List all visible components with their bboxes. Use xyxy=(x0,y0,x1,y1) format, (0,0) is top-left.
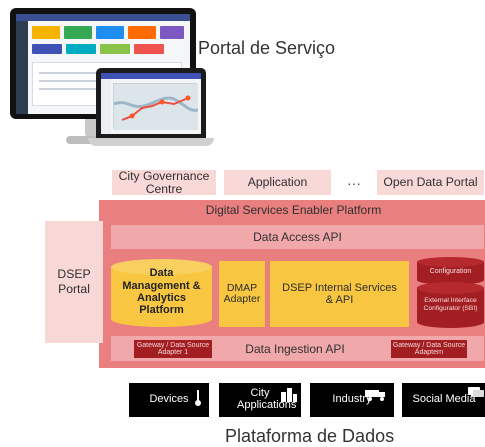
laptop-sidebar xyxy=(101,79,111,134)
dmap-adapter-label: DMAP Adapter xyxy=(223,281,261,305)
ellipsis-label: ··· xyxy=(347,175,361,191)
footer-label: Plataforma de Dados xyxy=(225,426,395,446)
devices-box: Devices xyxy=(129,383,209,417)
devices-label: Devices xyxy=(149,393,189,406)
configuration-db-shape xyxy=(417,257,484,285)
desktop-card-6 xyxy=(32,44,62,54)
map-route-graphic xyxy=(113,84,199,130)
city-governance-box: City Governance Centre xyxy=(112,168,216,196)
city-applications-label: City Applications xyxy=(237,387,297,411)
external-interface-label: External Interface Configurator (SBI) xyxy=(423,297,478,312)
dsep-internal-services-box: DSEP Internal Services & API xyxy=(270,261,409,327)
desktop-sidebar xyxy=(16,21,28,114)
laptop-map-view xyxy=(113,83,199,130)
desktop-chart-line-2 xyxy=(39,80,134,82)
industry-box: Industry xyxy=(310,383,394,417)
city-governance-label: City Governance Centre xyxy=(118,168,210,196)
dsep-internal-services-label: DSEP Internal Services & API xyxy=(282,281,397,306)
configuration-label: Configuration xyxy=(429,267,472,275)
open-data-portal-label: Open Data Portal xyxy=(383,175,478,190)
desktop-card-8 xyxy=(100,44,130,54)
truck-icon xyxy=(365,390,385,401)
data-access-api-bar: Data Access API xyxy=(111,225,484,249)
dsep-portal-label: DSEP Portal xyxy=(57,267,91,296)
desktop-card-7 xyxy=(66,44,96,54)
desktop-dashboard-screen xyxy=(16,14,190,114)
desktop-card-1 xyxy=(32,26,60,39)
laptop-map-screen xyxy=(101,73,201,134)
gateway-right-box: Gateway / Data Source Adaptern xyxy=(391,340,467,358)
thermometer-icon xyxy=(195,390,201,406)
data-management-platform-shape xyxy=(111,259,212,327)
gateway-right-label: Gateway / Data Source Adaptern xyxy=(392,341,466,356)
data-access-api-label: Data Access API xyxy=(253,230,342,244)
desktop-card-9 xyxy=(134,44,164,54)
desktop-card-3 xyxy=(96,26,124,39)
data-ingestion-api-label: Data Ingestion API xyxy=(245,341,345,356)
platform-title: Digital Services Enabler Platform xyxy=(205,203,382,217)
desktop-card-5 xyxy=(160,26,184,39)
data-management-platform-label: Data Management & Analytics Platform xyxy=(122,267,201,317)
dmap-adapter-box: DMAP Adapter xyxy=(219,261,265,327)
portal-label: Portal de Serviço xyxy=(198,38,336,58)
external-interface-shape xyxy=(417,282,484,328)
desktop-topbar xyxy=(16,14,190,21)
desktop-chart-line-3 xyxy=(39,88,149,90)
chat-icon xyxy=(468,387,484,398)
social-media-label: Social Media xyxy=(412,393,476,406)
gateway-left-label: Gateway / Data Source Adapter 1 xyxy=(136,341,210,356)
desktop-card-2 xyxy=(64,26,92,39)
industry-label: Industry xyxy=(332,393,372,406)
open-data-portal-box: Open Data Portal xyxy=(377,170,484,195)
application-label: Application xyxy=(247,175,308,190)
gateway-left-box: Gateway / Data Source Adapter 1 xyxy=(134,340,212,358)
application-box: Application xyxy=(224,170,331,195)
dsep-portal-box: DSEP Portal xyxy=(45,221,103,343)
desktop-card-4 xyxy=(128,26,156,39)
laptop-header xyxy=(101,73,201,79)
laptop-base xyxy=(88,138,214,146)
buildings-icon xyxy=(281,388,297,402)
